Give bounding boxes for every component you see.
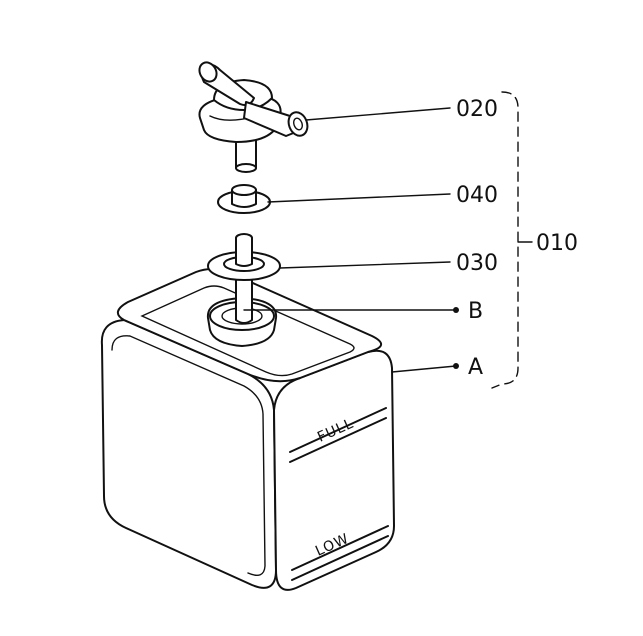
tank-low-band: [291, 525, 389, 571]
leader-a-dot: [453, 363, 459, 369]
leader-020: [305, 107, 451, 121]
assembly-bracket: [491, 91, 519, 389]
tank-side-face: [273, 349, 395, 591]
callout-040: 040: [456, 183, 498, 208]
tank-full-band-lower: [289, 417, 387, 463]
tank-front-face-contour: [111, 335, 266, 576]
leader-b-dot: [453, 307, 459, 313]
leader-030: [279, 261, 451, 269]
callout-010: 010: [536, 231, 578, 256]
leader-a: [391, 365, 457, 373]
valve-cap-020: [198, 61, 309, 173]
washer-040: [217, 184, 271, 214]
tank-low-band-lower: [291, 535, 389, 581]
tank-full-band: [289, 407, 387, 453]
callout-a: A: [468, 355, 483, 380]
callout-020: 020: [456, 97, 498, 122]
tank-top-rim: [140, 285, 355, 377]
callout-b: B: [468, 299, 483, 324]
leader-040: [267, 193, 451, 203]
callout-030: 030: [456, 251, 498, 276]
leader-lines: [243, 107, 459, 373]
washer-030: [207, 237, 281, 281]
